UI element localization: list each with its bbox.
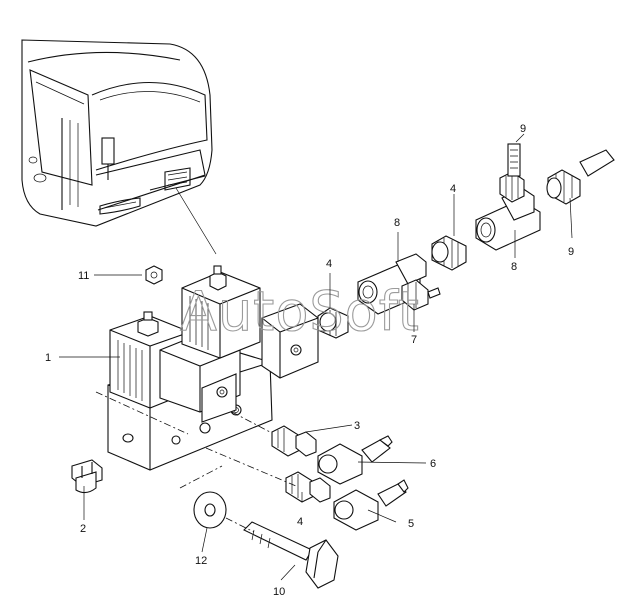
screw-plug <box>71 459 103 494</box>
center-lines <box>95 391 297 533</box>
callout-7: 7 <box>411 334 417 346</box>
callout-leaders <box>59 133 573 581</box>
fitting-4-upper-mid <box>431 235 467 271</box>
fitting-4-lower <box>285 471 331 503</box>
callout-12: 12 <box>195 555 207 567</box>
bolt <box>243 521 339 589</box>
callout-2: 2 <box>80 523 86 535</box>
solenoid-valve-block <box>107 265 319 471</box>
fitting-4-upper-left <box>317 307 349 339</box>
callout-4-upper-left: 4 <box>326 258 332 270</box>
fitting-3 <box>271 425 317 457</box>
callout-5: 5 <box>408 518 414 530</box>
callout-11: 11 <box>78 270 89 282</box>
fitting-9-vertical <box>499 143 525 203</box>
callout-4-lower: 4 <box>297 516 303 528</box>
callout-1: 1 <box>45 352 51 364</box>
washer <box>193 491 227 529</box>
callout-8-right: 8 <box>511 261 517 273</box>
callout-6: 6 <box>430 458 436 470</box>
callout-8-left: 8 <box>394 217 400 229</box>
elbow-fitting-6 <box>317 435 393 485</box>
watermark-text: AutoSoft <box>180 280 420 343</box>
callout-4-upper-mid: 4 <box>450 183 456 195</box>
elbow-fitting-5 <box>333 479 409 531</box>
nut <box>145 265 163 285</box>
callout-9-top: 9 <box>520 123 526 135</box>
fitting-7 <box>401 279 441 311</box>
callout-10: 10 <box>273 586 285 598</box>
fitting-9-right <box>546 149 615 205</box>
callout-3: 3 <box>354 420 360 432</box>
callout-9-right: 9 <box>568 246 574 258</box>
callout-labels: 1 2 3 4 4 4 5 6 7 8 8 9 9 10 11 12 <box>45 123 574 598</box>
bus-rear-view <box>21 39 217 255</box>
